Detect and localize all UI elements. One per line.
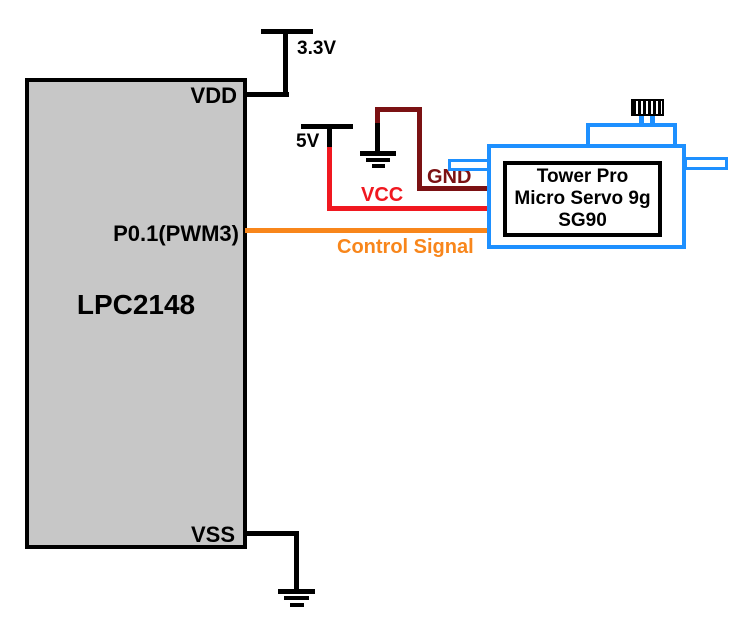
ground-symbol-vss-bar1 [278, 589, 315, 594]
mcu-name-label: LPC2148 [76, 289, 196, 320]
mcu-pin-label-vdd: VDD [190, 83, 237, 108]
servo-name-line3: SG90 [558, 210, 607, 231]
servo-name-line1: Tower Pro [536, 166, 629, 187]
mcu-box: VDD P0.1(PWM3) LPC2148 VSS [25, 78, 247, 549]
ground-symbol-top-bar2 [366, 158, 390, 162]
label-gnd: GND [427, 166, 472, 188]
label-3v3: 3.3V [297, 38, 337, 59]
servo-gear-shaft-right [650, 114, 655, 126]
label-control-signal: Control Signal [337, 236, 474, 258]
wire-vss-pin [245, 531, 299, 536]
wire-vcc-riser [327, 147, 332, 211]
power-rail-5v-bar [301, 124, 353, 129]
power-rail-3v3-bar [261, 29, 313, 34]
ground-symbol-vss-bar2 [284, 596, 309, 600]
ground-symbol-top-bar3 [372, 164, 385, 168]
wire-vdd-pin [245, 92, 289, 97]
wire-vss-drop [294, 531, 299, 592]
wire-vcc-run [327, 206, 487, 211]
mcu-pin-label-pwm: P0.1(PWM3) [113, 221, 239, 246]
ground-symbol-top-stem [375, 121, 380, 154]
wire-gnd-riser-right [417, 107, 422, 191]
wire-gnd-top-run [375, 107, 422, 112]
ground-symbol-top-bar1 [360, 151, 396, 156]
servo-mounting-tab-left [448, 159, 490, 171]
wire-5v-stub [327, 127, 332, 149]
mcu-pin-label-vss: VSS [190, 522, 235, 547]
wire-gnd-riser-left [375, 107, 380, 123]
ground-symbol-vss-bar3 [290, 603, 304, 607]
servo-gear-icon [631, 99, 664, 116]
servo-name-line2: Micro Servo 9g [514, 188, 651, 209]
label-vcc: VCC [361, 184, 404, 206]
servo-gear-shaft-left [639, 114, 644, 126]
wire-3v3-riser [283, 31, 288, 97]
servo-nameplate: Tower Pro Micro Servo 9g SG90 [503, 161, 662, 237]
label-5v: 5V [296, 131, 320, 152]
servo-mounting-tab-right [684, 157, 728, 170]
wire-control-signal [245, 228, 487, 233]
wire-gnd-run [417, 186, 487, 191]
